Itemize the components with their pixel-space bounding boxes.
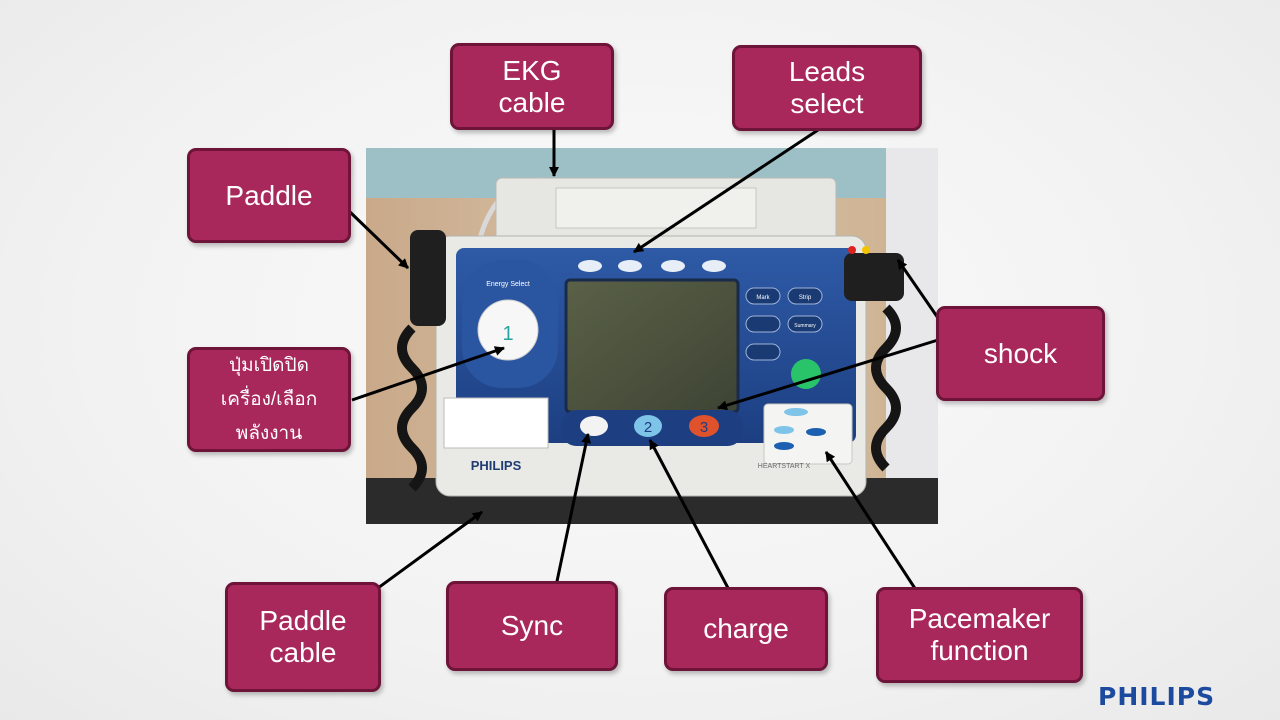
- defibrillator-photo: 1 Energy Select Mark Strip Summary 2 3 P…: [366, 148, 938, 524]
- device-brand-text: PHILIPS: [471, 458, 522, 473]
- label-paddle-cable: Paddle cable: [225, 582, 381, 692]
- philips-logo: PHILIPS: [1098, 682, 1216, 711]
- label-sync: Sync: [446, 581, 618, 671]
- mark-button-text: Mark: [756, 295, 770, 301]
- summary-button-text: Summary: [794, 323, 816, 329]
- label-charge: charge: [664, 587, 828, 671]
- label-paddle: Paddle: [187, 148, 351, 243]
- label-shock: shock: [936, 306, 1105, 401]
- label-leads-select: Leads select: [732, 45, 922, 131]
- energy-select-text: Energy Select: [486, 281, 530, 288]
- dial-setting: 1: [502, 323, 513, 345]
- device-model-text: HEARTSTART X: [758, 463, 811, 470]
- shock-button-number: 3: [700, 419, 708, 436]
- strip-button-text: Strip: [799, 295, 812, 301]
- label-ekg-cable: EKG cable: [450, 43, 614, 130]
- label-pacemaker-function: Pacemaker function: [876, 587, 1083, 683]
- defibrillator-illustration: 1 Energy Select Mark Strip Summary 2 3 P…: [366, 148, 938, 524]
- label-power-energy-select: ปุ่มเปิดปิด เครื่อง/เลือก พลังงาน: [187, 347, 351, 452]
- charge-button-number: 2: [644, 419, 652, 436]
